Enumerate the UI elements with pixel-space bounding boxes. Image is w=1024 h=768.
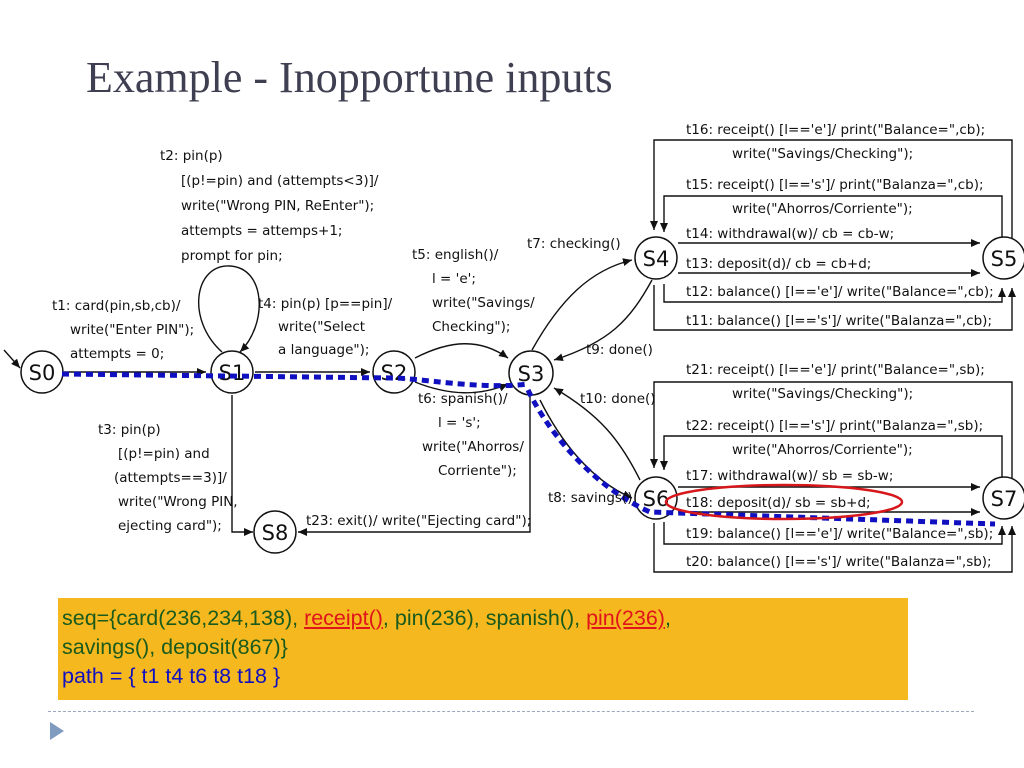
inopportune-input-receipt: receipt() <box>304 606 383 630</box>
slide-title: Example - Inopportune inputs <box>86 53 613 102</box>
state-s4 <box>634 236 678 280</box>
t10-label: t10: done() <box>580 391 656 407</box>
t14-label: t14: withdrawal(w)/ cb = cb-w; <box>686 226 894 242</box>
state-s5-label: S5 <box>991 247 1018 271</box>
test-path-trace <box>61 371 996 527</box>
state-nodes <box>20 236 1024 554</box>
state-machine-diagram: S0 S1 S2 S3 S4 S5 S6 S7 S8 t2: pin(p)[(p… <box>3 122 1024 573</box>
sequence-after: , <box>664 606 671 630</box>
state-s3-label: S3 <box>518 362 545 386</box>
sequence-box: seq={card(236,234,138), receipt(), pin(2… <box>58 598 908 700</box>
t2-label: t2: pin(p)[(p!=pin) and (attempts<3)]/wr… <box>160 148 379 264</box>
edge-t10 <box>553 387 641 481</box>
edge-t2 <box>198 265 260 353</box>
t9-label: t9: done() <box>586 342 653 358</box>
t15-label: t15: receipt() [l=='s']/ print("Balanza=… <box>686 177 984 217</box>
t17-label: t17: withdrawal(w)/ sb = sb-w; <box>686 468 893 484</box>
state-s2 <box>372 350 416 394</box>
state-s8 <box>253 510 297 554</box>
inopportune-input-pin: pin(236) <box>586 606 665 630</box>
initial-edge <box>3 349 21 369</box>
t5-label: t5: english()/l = 'e';write("Savings/Che… <box>412 247 535 335</box>
edge-t21 <box>650 381 1013 478</box>
t8-label: t8: savings() <box>548 490 632 506</box>
t3-label: t3: pin(p)[(p!=pin) and(attempts==3)]/wr… <box>98 422 238 534</box>
t19-label: t19: balance() [l=='e']/ write("Balance=… <box>686 526 993 542</box>
sequence-middle: , pin(236), spanish(), <box>382 606 587 630</box>
state-s7-label: S7 <box>991 487 1018 511</box>
state-s4-label: S4 <box>643 247 670 271</box>
edge-t9 <box>553 279 653 362</box>
state-s1-label: S1 <box>219 361 246 385</box>
edge-t7 <box>531 258 633 351</box>
state-s8-label: S8 <box>262 521 289 545</box>
t21-label: t21: receipt() [l=='e']/ print("Balance=… <box>686 362 985 402</box>
t18-label: t18: deposit(d)/ sb = sb+d; <box>686 495 871 511</box>
path-line: path = { t1 t4 t6 t8 t18 } <box>62 664 281 688</box>
sequence-line-2: savings(), deposit(867)} <box>62 635 288 659</box>
footer-divider <box>48 711 974 712</box>
edge-t22 <box>660 435 1003 480</box>
state-s0-label: S0 <box>29 361 56 385</box>
slide-bullet-arrow-icon <box>50 722 64 740</box>
edge-t5 <box>414 343 509 359</box>
state-s1 <box>210 350 254 394</box>
edge-t16 <box>650 139 1013 264</box>
state-s6-label: S6 <box>643 487 670 511</box>
edge-t8 <box>539 399 633 499</box>
t23-label: t23: exit()/ write("Ejecting card"); <box>306 513 531 529</box>
edge-t11 <box>653 285 1016 331</box>
t16-label: t16: receipt() [l=='e']/ print("Balance=… <box>686 122 985 162</box>
t18-highlight-ellipse <box>664 483 904 521</box>
edge-t15 <box>660 195 1003 266</box>
edge-t19 <box>663 522 1006 545</box>
edge-t23 <box>298 396 531 536</box>
edge-t3 <box>231 395 253 536</box>
sequence-prefix: seq={card(236,234,138), <box>62 606 305 630</box>
edge-t12 <box>663 284 1006 303</box>
state-s7 <box>982 476 1024 520</box>
state-s5 <box>982 236 1024 280</box>
t12-label: t12: balance() [l=='e']/ write("Balance=… <box>686 284 994 300</box>
t20-label: t20: balance() [l=='s']/ write("Balanza=… <box>686 554 992 570</box>
t11-label: t11: balance() [l=='s']/ write("Balanza=… <box>686 313 992 329</box>
t1-label: t1: card(pin,sb,cb)/write("Enter PIN");a… <box>52 298 194 362</box>
state-s2-label: S2 <box>381 361 408 385</box>
t22-label: t22: receipt() [l=='s']/ print("Balanza=… <box>686 418 983 458</box>
sequence-line-1: seq={card(236,234,138), receipt(), pin(2… <box>62 604 904 633</box>
edge-t20 <box>653 523 1016 573</box>
t6-label: t6: spanish()/l = 's';write("Ahorros/Cor… <box>418 391 524 479</box>
t7-label: t7: checking() <box>527 236 621 252</box>
t13-label: t13: deposit(d)/ cb = cb+d; <box>686 256 871 272</box>
